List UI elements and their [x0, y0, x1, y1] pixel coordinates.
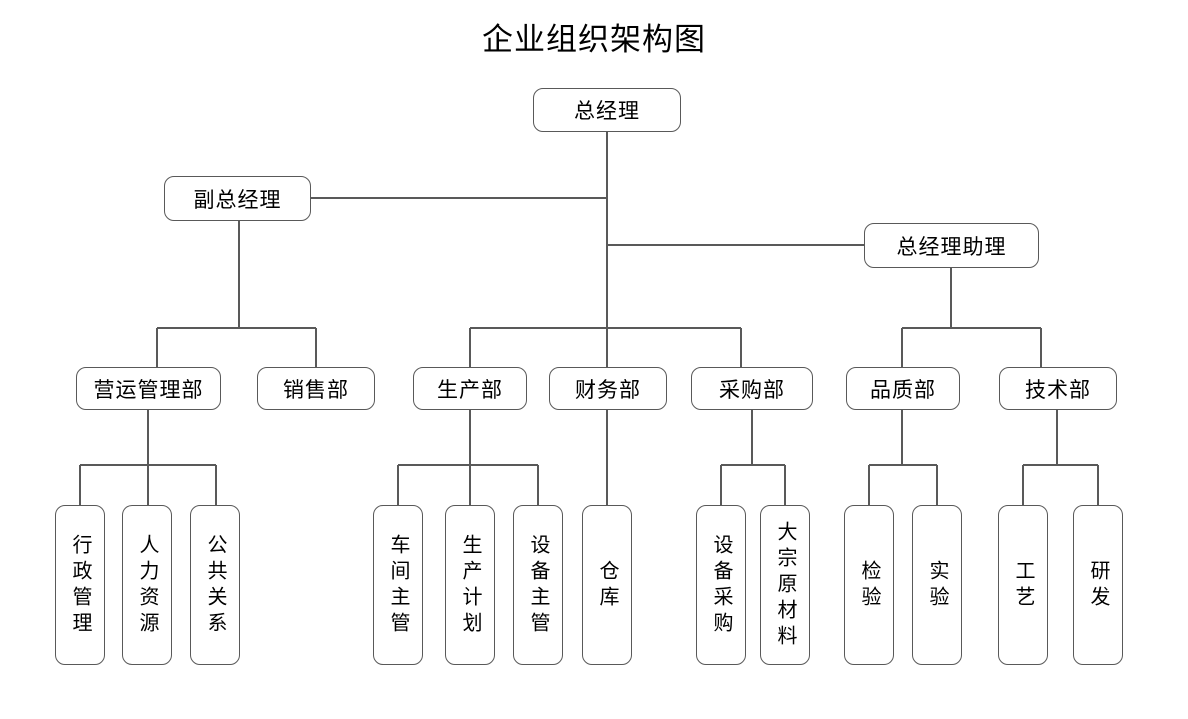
node-label: 设备主管 — [527, 534, 549, 638]
node-label: 生产部 — [437, 378, 503, 402]
node-sales-dept[interactable]: 销售部 — [257, 367, 375, 410]
node-finance-dept[interactable]: 财务部 — [549, 367, 667, 410]
node-label: 总经理 — [574, 100, 640, 123]
node-human-resources[interactable]: 人力资源 — [122, 505, 172, 665]
node-deputy-general-manager[interactable]: 副总经理 — [164, 176, 311, 221]
node-label: 研发 — [1087, 560, 1109, 612]
node-gm-assistant[interactable]: 总经理助理 — [864, 223, 1039, 268]
node-label: 副总经理 — [193, 188, 282, 212]
node-administration[interactable]: 行政管理 — [55, 505, 105, 665]
node-operations-dept[interactable]: 营运管理部 — [76, 367, 221, 410]
node-production-dept[interactable]: 生产部 — [413, 367, 527, 410]
node-technology-dept[interactable]: 技术部 — [999, 367, 1117, 410]
node-equipment-supervisor[interactable]: 设备主管 — [513, 505, 563, 665]
node-process[interactable]: 工艺 — [998, 505, 1048, 665]
node-label: 实验 — [926, 560, 948, 612]
node-label: 营运管理部 — [93, 378, 204, 402]
node-inspection[interactable]: 检验 — [844, 505, 894, 665]
node-label: 大宗原材料 — [774, 521, 796, 651]
node-label: 检验 — [858, 560, 880, 612]
node-label: 车间主管 — [387, 534, 409, 638]
node-quality-dept[interactable]: 品质部 — [846, 367, 960, 410]
node-label: 销售部 — [283, 378, 349, 402]
node-label: 公共关系 — [204, 534, 226, 638]
node-label: 人力资源 — [136, 534, 158, 638]
node-label: 财务部 — [575, 378, 641, 402]
node-public-relations[interactable]: 公共关系 — [190, 505, 240, 665]
node-general-manager[interactable]: 总经理 — [533, 88, 681, 132]
node-label: 行政管理 — [69, 534, 91, 638]
node-label: 总经理助理 — [896, 235, 1007, 259]
node-bulk-raw-materials[interactable]: 大宗原材料 — [760, 505, 810, 665]
node-workshop-supervisor[interactable]: 车间主管 — [373, 505, 423, 665]
node-label: 品质部 — [870, 378, 936, 402]
node-warehouse[interactable]: 仓库 — [582, 505, 632, 665]
node-research-development[interactable]: 研发 — [1073, 505, 1123, 665]
node-equipment-purchasing[interactable]: 设备采购 — [696, 505, 746, 665]
node-production-plan[interactable]: 生产计划 — [445, 505, 495, 665]
node-label: 仓库 — [596, 560, 618, 612]
node-experiment[interactable]: 实验 — [912, 505, 962, 665]
node-procurement-dept[interactable]: 采购部 — [691, 367, 813, 410]
node-label: 技术部 — [1025, 378, 1091, 402]
node-label: 设备采购 — [710, 534, 732, 638]
node-label: 采购部 — [719, 378, 785, 402]
node-label: 工艺 — [1012, 560, 1034, 612]
page-title: 企业组织架构图 — [482, 22, 706, 57]
node-label: 生产计划 — [459, 534, 481, 638]
